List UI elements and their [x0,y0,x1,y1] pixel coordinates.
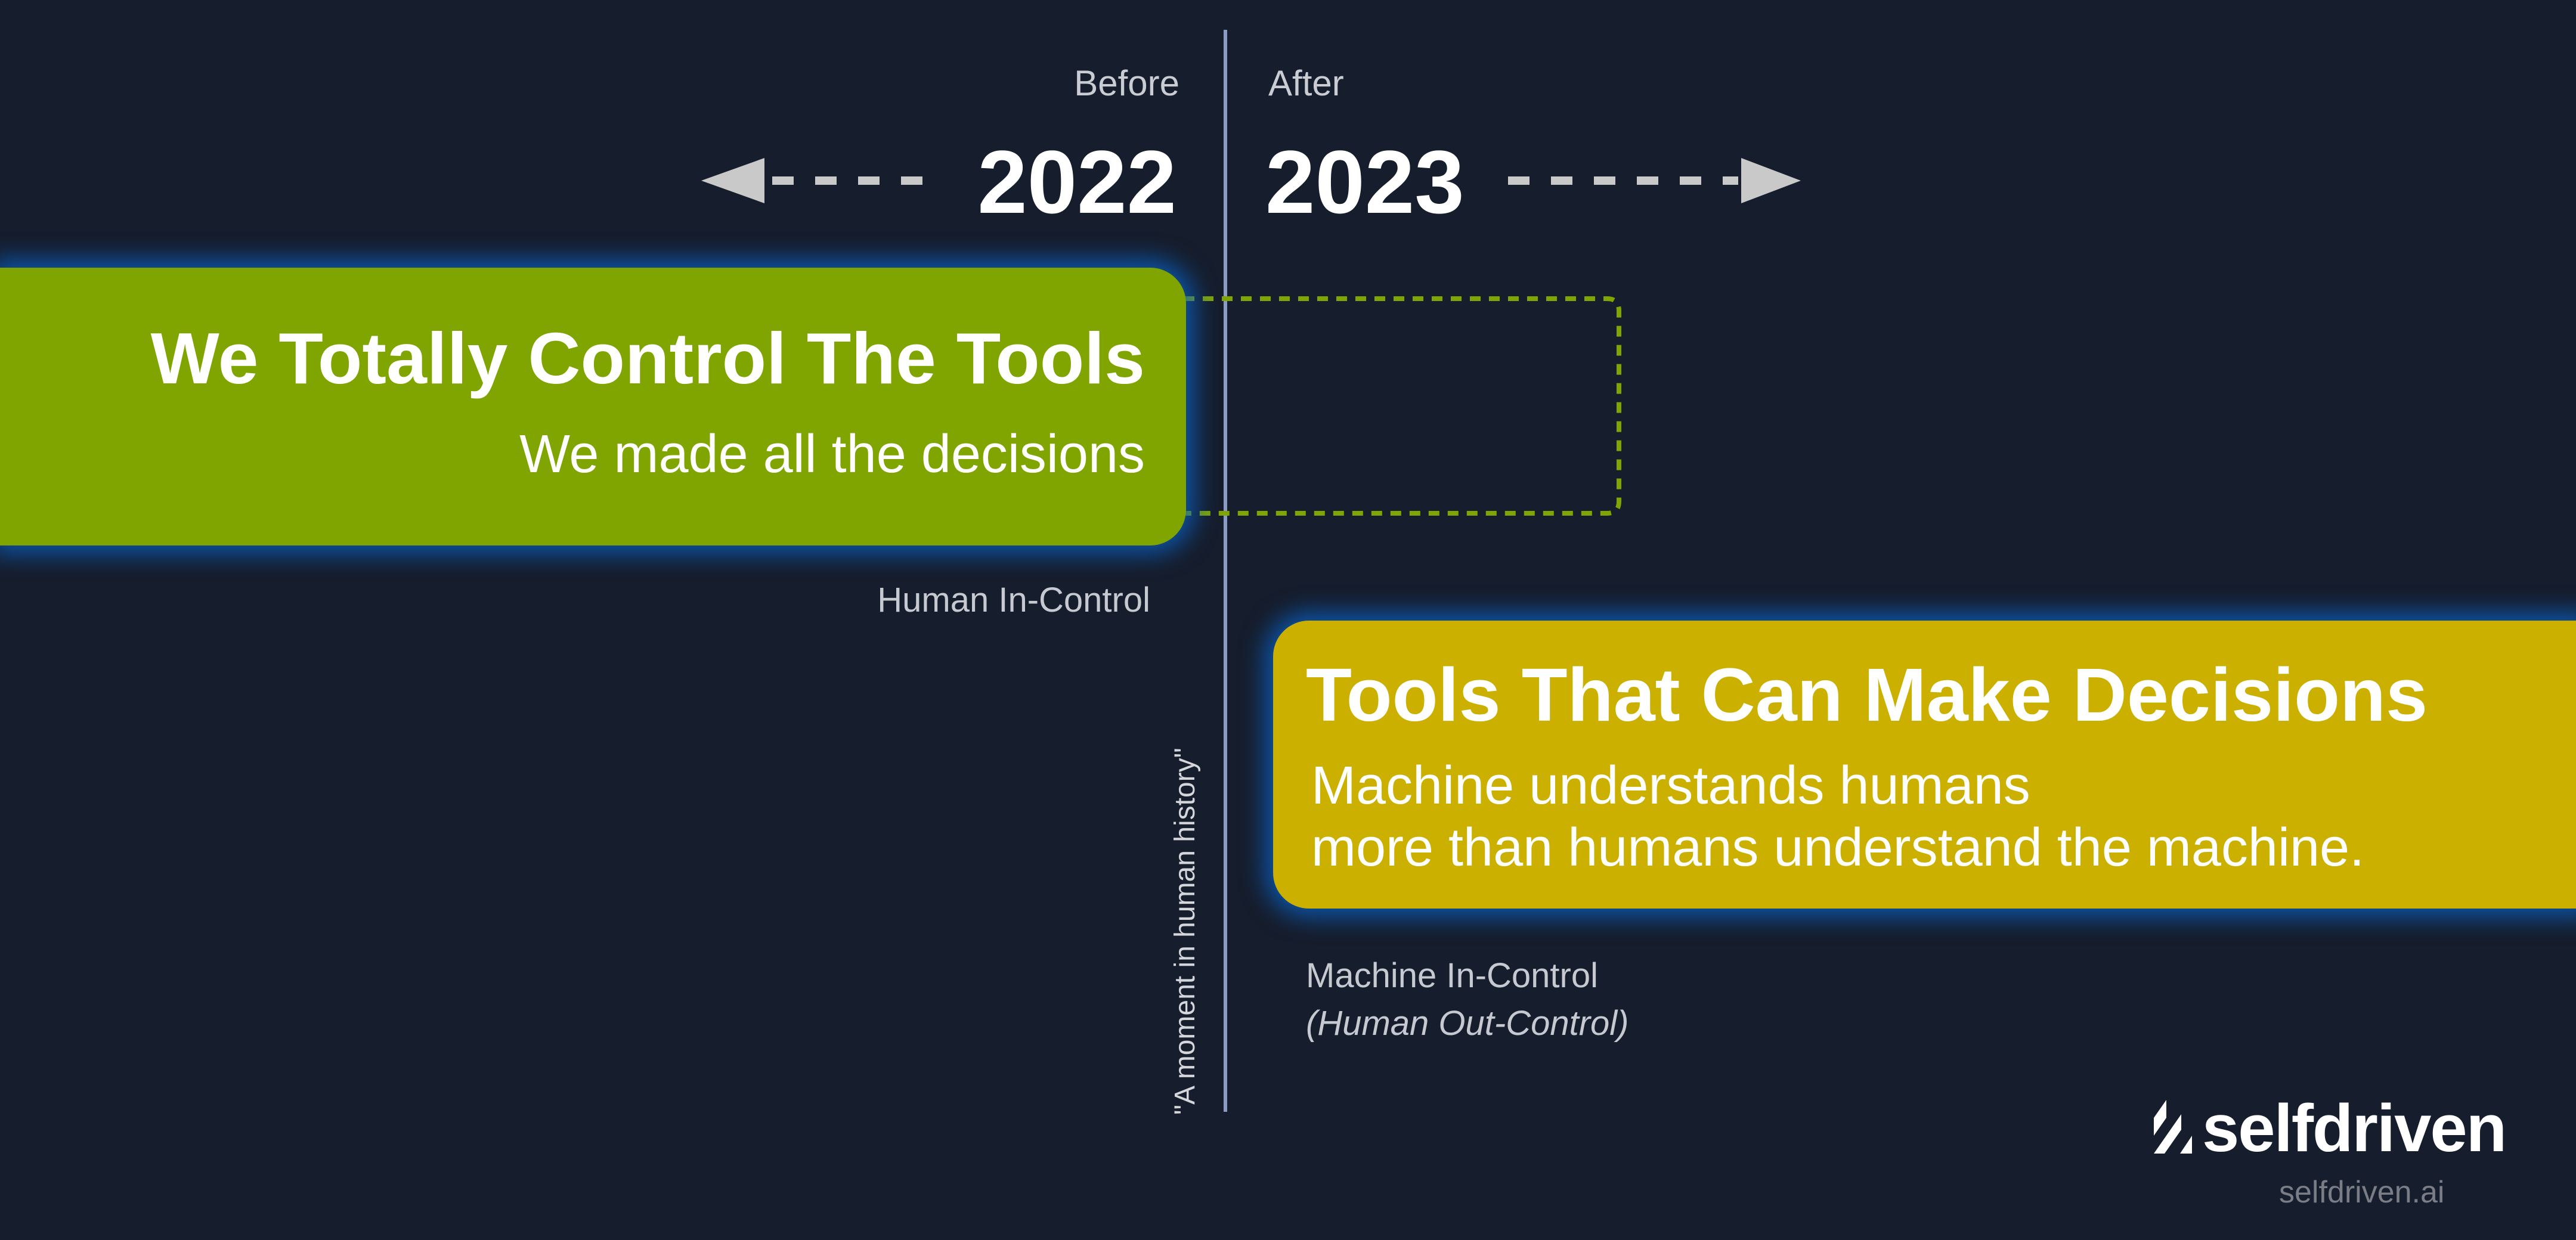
before-label: Before [1074,63,1179,103]
timeline-divider [1224,30,1227,1112]
after-caption: Machine In-Control [1306,956,1598,995]
dotted-connector [1184,296,1621,516]
after-label: After [1268,63,1344,103]
left-arrow-icon [701,158,933,203]
after-card-title: Tools That Can Make Decisions [1306,653,2428,737]
brand-url: selfdriven.ai [2279,1175,2445,1210]
divider-quote: "A moment in human history" [1169,748,1201,1115]
after-card: Tools That Can Make Decisions Machine un… [1273,621,2576,909]
before-caption: Human In-Control [877,581,1150,619]
year-after: 2023 [1265,132,1465,232]
after-card-subtitle-line-1: Machine understands humans [1311,756,2030,816]
before-card-subtitle: We made all the decisions [519,424,1145,484]
after-caption-note: (Human Out-Control) [1306,1004,1629,1043]
before-card-title: We Totally Control The Tools [150,318,1145,399]
year-before: 2022 [977,132,1176,232]
before-card: We Totally Control The Tools We made all… [0,268,1186,545]
right-arrow-icon [1508,158,1801,203]
after-card-subtitle-line-2: more than humans understand the machine. [1311,818,2365,878]
brand-name: selfdriven [2202,1091,2507,1165]
selfdriven-logo-icon [2154,1100,2192,1154]
